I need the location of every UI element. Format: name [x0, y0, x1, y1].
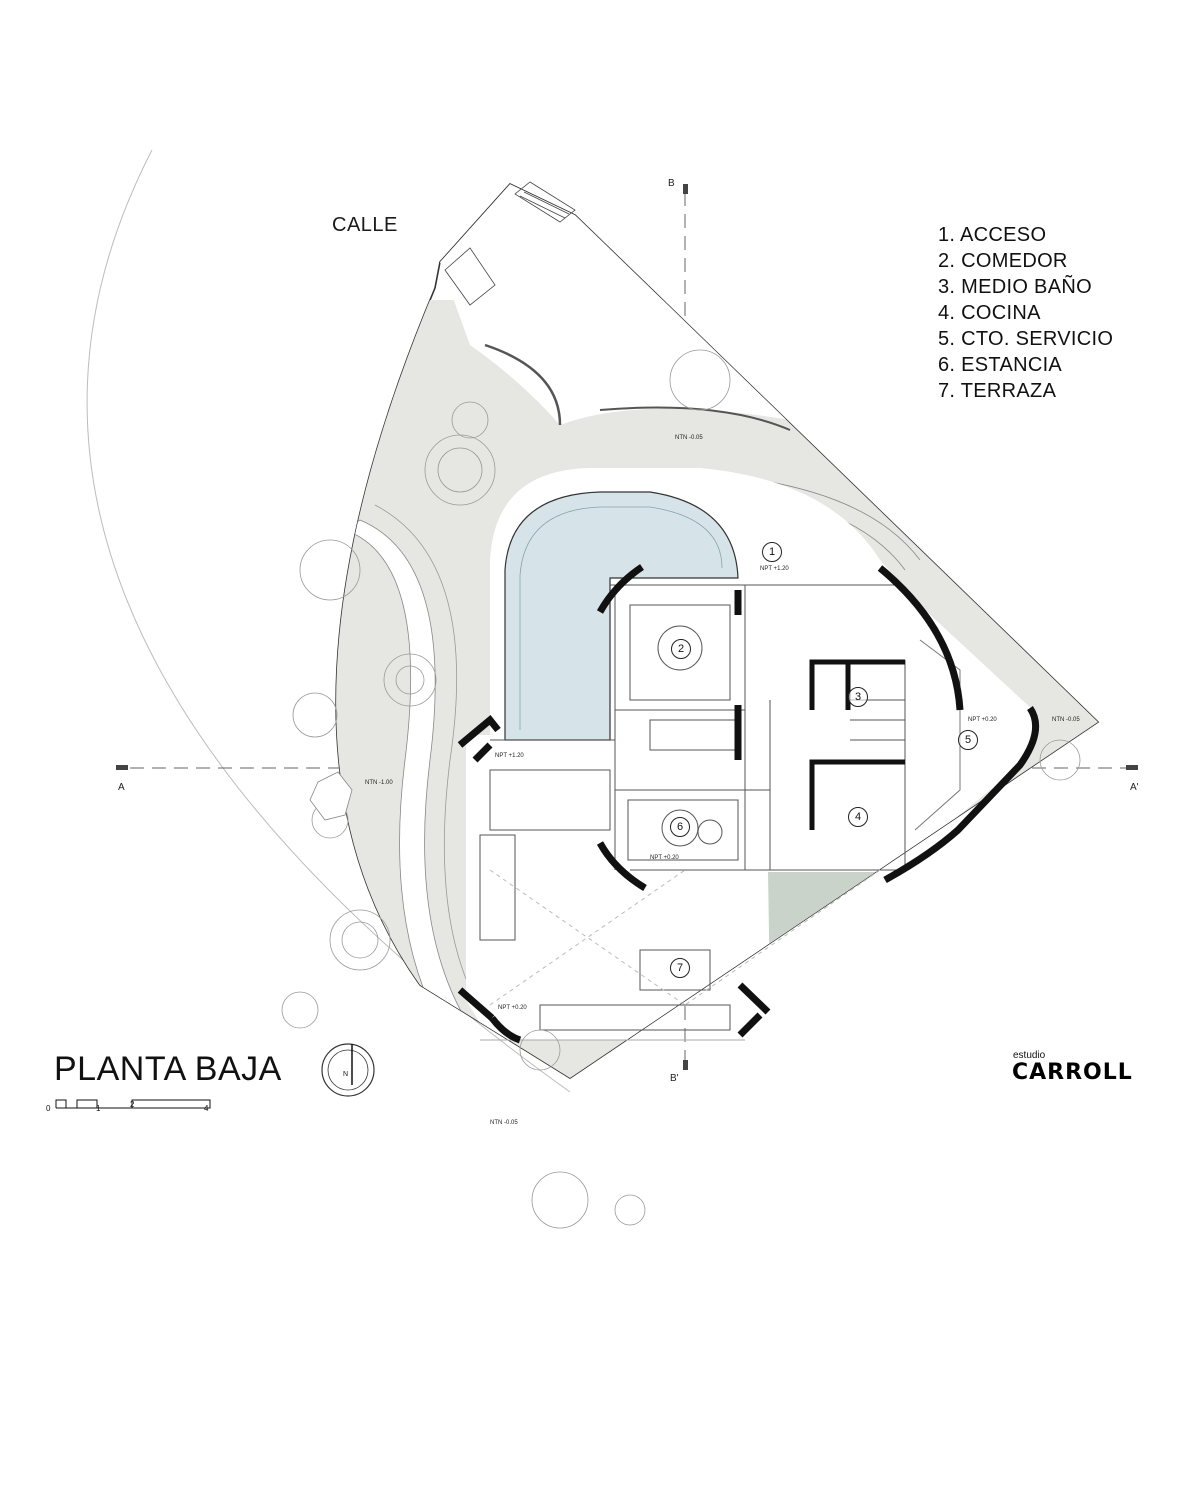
section-marker-b-prime	[683, 1060, 688, 1070]
scale-label: 1	[96, 1104, 101, 1113]
level-label: NPT +0.20	[650, 855, 679, 861]
room-number: 4	[848, 807, 868, 827]
level-label: NTN -1.00	[365, 780, 393, 786]
structural-walls	[457, 564, 1040, 1044]
level-label: NTN -0.05	[1052, 717, 1080, 723]
pool	[504, 491, 739, 741]
scale-bar-graphic	[55, 1099, 211, 1109]
level-label: NTN -0.05	[675, 435, 703, 441]
legend-item: 6. ESTANCIA	[938, 354, 1063, 376]
brand-prefix: estudio	[1013, 1050, 1046, 1061]
scale-label: 4	[204, 1104, 209, 1113]
level-label: NTN -0.05	[490, 1120, 518, 1126]
room-number: 2	[671, 639, 691, 659]
room-number: 5	[958, 730, 978, 750]
room-number: 6	[670, 817, 690, 837]
level-label: NPT +1.20	[495, 753, 524, 759]
room-number: 3	[848, 687, 868, 707]
section-label-b: B	[668, 178, 675, 189]
north-label: N	[343, 1071, 349, 1078]
level-label: NPT +1.20	[760, 566, 789, 572]
garden-rock	[309, 771, 353, 821]
level-label: NPT +0.20	[498, 1005, 527, 1011]
scale-label: 0	[46, 1104, 51, 1113]
legend-item: 4. COCINA	[938, 302, 1041, 324]
legend-item: 5. CTO. SERVICIO	[938, 328, 1114, 350]
section-marker-b	[683, 184, 688, 194]
legend-item: 3. MEDIO BAÑO	[938, 276, 1092, 298]
north-arrow-icon	[321, 1043, 375, 1097]
brand-logo: CARROLL	[1012, 1060, 1133, 1085]
vegetation	[281, 349, 1081, 1229]
room-legend: 1. ACCESO 2. COMEDOR 3. MEDIO BAÑO 4. CO…	[938, 222, 1113, 404]
interior-walls	[479, 584, 961, 1041]
service-rooms	[809, 659, 905, 830]
section-label-b-prime: B'	[670, 1073, 679, 1084]
section-marker-a-prime	[1126, 765, 1138, 770]
room-number: 7	[670, 958, 690, 978]
section-label-a-prime: A'	[1130, 782, 1139, 793]
section-label-a: A	[118, 782, 125, 793]
street-label: CALLE	[332, 214, 398, 236]
site-boundary-arc	[86, 149, 571, 1093]
legend-item: 2. COMEDOR	[938, 250, 1068, 272]
entry-stairs	[444, 181, 576, 306]
drawing-title: PLANTA BAJA	[54, 1050, 282, 1088]
level-label: NPT +0.20	[968, 717, 997, 723]
section-marker-a	[116, 765, 128, 770]
scale-label: 2	[130, 1100, 135, 1109]
planter-bed	[652, 1073, 708, 1078]
legend-item: 7. TERRAZA	[938, 380, 1057, 402]
planter-bed	[565, 1115, 635, 1205]
legend-item: 1. ACCESO	[938, 224, 1047, 246]
room-number: 1	[762, 542, 782, 562]
